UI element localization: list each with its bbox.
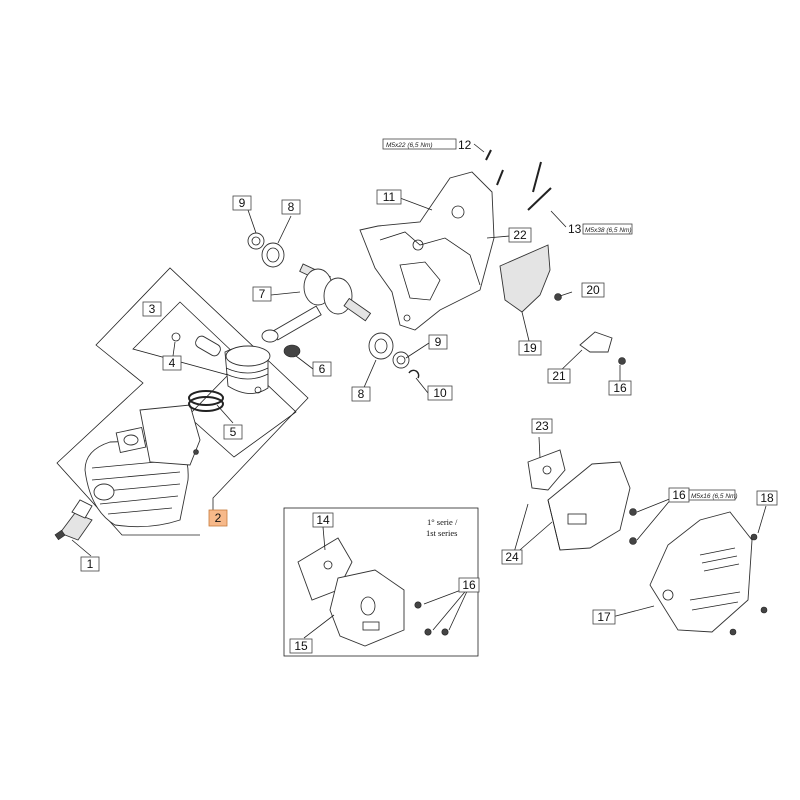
label-13: 13 <box>568 222 582 236</box>
muffler[interactable] <box>547 461 631 551</box>
torque-16: M5x16 (6,5 Nm) <box>691 493 738 500</box>
label-15: 15 <box>294 639 308 653</box>
oil-seal-right[interactable] <box>392 351 410 369</box>
screw-20[interactable] <box>554 291 573 301</box>
muffler-screws[interactable] <box>629 508 637 545</box>
label-21: 21 <box>552 369 566 383</box>
label-24: 24 <box>505 550 519 564</box>
torque-13: M5x38 (6,5 Nm) <box>585 227 632 234</box>
label-5: 5 <box>230 425 237 439</box>
muffler-series1[interactable] <box>329 569 405 647</box>
series-note-line2: 1st series <box>426 528 457 538</box>
label-18: 18 <box>760 491 774 505</box>
label-8a: 8 <box>288 200 295 214</box>
spark-plug[interactable] <box>54 499 93 541</box>
cylinder[interactable] <box>84 404 201 528</box>
piston[interactable] <box>224 345 271 394</box>
chain-guide-plate[interactable] <box>499 244 551 313</box>
label-11: 11 <box>383 190 396 204</box>
label-2: 2 <box>215 511 222 525</box>
crankshaft[interactable] <box>261 263 372 343</box>
label-9b: 9 <box>435 335 442 349</box>
needle-bearing[interactable] <box>283 344 301 358</box>
piston-pin[interactable] <box>194 334 223 357</box>
label-14: 14 <box>316 513 330 527</box>
label-17: 17 <box>597 610 611 624</box>
label-12: 12 <box>458 138 472 152</box>
label-4: 4 <box>169 356 176 370</box>
label-6: 6 <box>319 362 326 376</box>
bearing-left[interactable] <box>261 242 285 268</box>
circlip[interactable] <box>408 369 420 379</box>
label-2-highlight <box>208 509 228 527</box>
label-16b: 16 <box>613 381 627 395</box>
muffler-series1-screws[interactable] <box>414 601 449 636</box>
crankcase-screws-top[interactable] <box>485 149 552 211</box>
label-10: 10 <box>433 386 447 400</box>
label-19: 19 <box>523 341 537 355</box>
label-16c: 16 <box>672 488 686 502</box>
cover-screws[interactable] <box>729 533 768 636</box>
label-22: 22 <box>513 228 527 242</box>
screw-16-bracket[interactable] <box>618 357 626 365</box>
callout-labels: 1 2 3 4 5 6 7 8 8 9 9 10 11 M5x22 (6,5 N… <box>80 138 778 654</box>
bearing-right[interactable] <box>368 332 394 360</box>
piston-rings[interactable] <box>188 390 224 412</box>
crankcase[interactable] <box>359 171 495 331</box>
label-23: 23 <box>535 419 549 433</box>
label-1: 1 <box>87 557 94 571</box>
muffler-cover[interactable] <box>649 511 753 633</box>
catcher-bracket[interactable] <box>579 331 613 353</box>
oil-seal-left[interactable] <box>247 232 265 250</box>
muffler-gasket[interactable] <box>527 449 566 491</box>
label-7: 7 <box>259 287 266 301</box>
label-8b: 8 <box>358 387 365 401</box>
series-note-line1: 1° serie / <box>427 517 458 527</box>
piston-pin-clip[interactable] <box>171 332 181 342</box>
label-20: 20 <box>586 283 600 297</box>
label-9a: 9 <box>239 196 246 210</box>
torque-12: M5x22 (6,5 Nm) <box>386 142 433 149</box>
label-3: 3 <box>149 302 156 316</box>
label-16a: 16 <box>462 578 476 592</box>
